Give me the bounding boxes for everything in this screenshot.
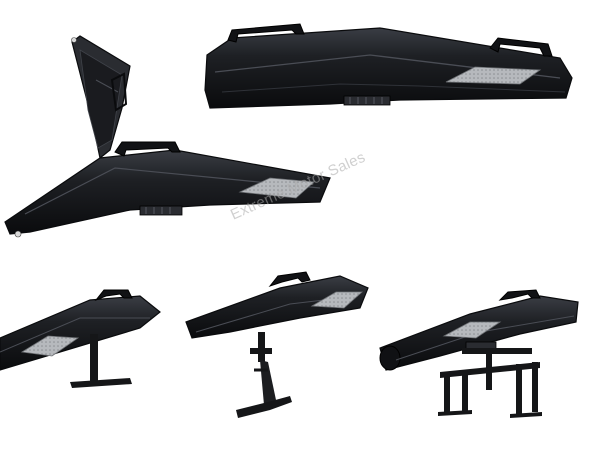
handle	[489, 37, 553, 57]
latch	[343, 95, 391, 106]
stand-leg	[532, 362, 538, 412]
case-mounted-bottom-right	[379, 289, 579, 418]
lid-handle	[110, 72, 128, 112]
stand-leg	[444, 372, 450, 414]
stand-foot	[438, 410, 472, 416]
stand-leg	[516, 364, 522, 416]
handle	[94, 289, 133, 302]
handle	[268, 271, 311, 288]
mount-post	[258, 332, 265, 362]
stand-leg	[462, 372, 468, 412]
latch	[139, 205, 183, 216]
mount-clamp	[250, 348, 272, 354]
mesh-panel	[238, 177, 315, 199]
handle	[114, 141, 181, 157]
mount-foot	[236, 396, 292, 418]
case-mounted-bottom-middle	[185, 271, 369, 418]
stand-foot	[510, 412, 542, 418]
mesh-panel	[445, 66, 542, 85]
mount-leg	[260, 360, 276, 405]
case-open-top-left	[4, 35, 331, 238]
mesh-panel	[310, 291, 364, 309]
case-mounted-bottom-left	[0, 289, 161, 388]
mesh-panel	[442, 321, 502, 339]
handle	[227, 23, 305, 43]
handle	[498, 289, 541, 301]
case-closed-top	[204, 23, 573, 109]
mesh-panel	[20, 335, 80, 357]
mount-post	[90, 334, 98, 382]
mount-base	[70, 378, 132, 388]
mount-bar	[462, 348, 532, 354]
